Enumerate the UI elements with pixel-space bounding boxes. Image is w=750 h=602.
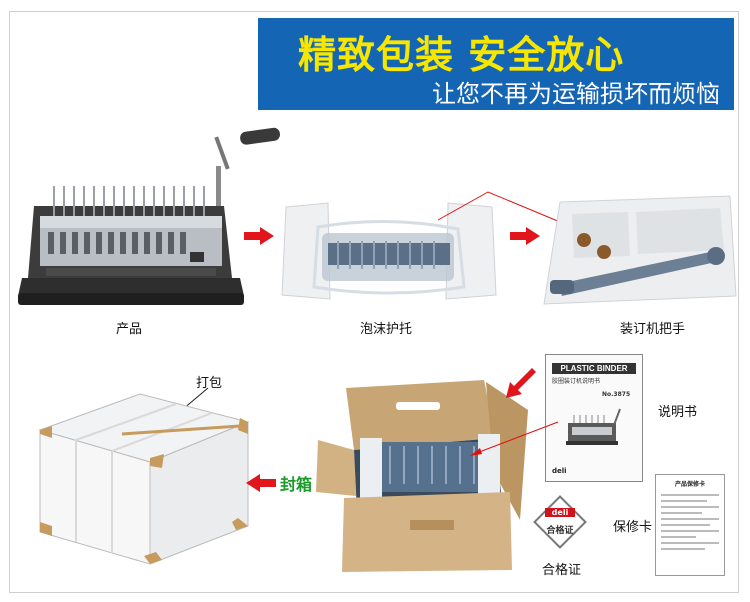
warranty-heading: 产品保修卡 [674, 481, 705, 488]
caption-warranty: 保修卡 [613, 520, 653, 535]
arrow-right-icon [244, 227, 274, 245]
manual-model: No.3875 [602, 391, 631, 398]
arrow-right-icon [510, 227, 540, 245]
banner-title: 精致包装 安全放心 [298, 33, 625, 77]
manual-cover: PLASTIC BINDER 胶圈装订机说明书 No.3875 deli [545, 354, 643, 482]
warranty-text-lines [661, 494, 719, 550]
banner-subtitle: 让您不再为运输损坏而烦恼 [432, 80, 720, 108]
caption-seal: 封箱 [280, 475, 313, 494]
certificate-brand: deli [545, 508, 575, 517]
product-binding-machine-image [18, 127, 280, 305]
wrapped-carton-image [38, 393, 250, 565]
pointer-line [470, 421, 559, 456]
caption-certificate: 合格证 [542, 563, 582, 578]
arrow-left-icon [246, 474, 276, 492]
foam-protector-image [281, 202, 497, 300]
manual-subheading: 胶圈装订机说明书 [552, 378, 601, 385]
manual-brand: deli [552, 467, 567, 475]
header-banner: 精致包装 安全放心 让您不再为运输损坏而烦恼 [258, 18, 734, 110]
certificate-label: 合格证 [546, 526, 574, 536]
caption-product: 产品 [116, 322, 143, 337]
handle-tray-image [543, 195, 737, 305]
warranty-card: 产品保修卡 [655, 474, 725, 576]
arrow-diagonal-icon [506, 368, 536, 398]
caption-manual: 说明书 [658, 405, 698, 420]
manual-machine-icon [566, 408, 621, 445]
caption-foam: 泡沫护托 [360, 322, 413, 337]
manual-heading: PLASTIC BINDER [552, 363, 636, 374]
caption-handle: 装订机把手 [620, 322, 686, 337]
open-box-image [316, 380, 528, 572]
caption-wrap: 打包 [196, 376, 223, 391]
